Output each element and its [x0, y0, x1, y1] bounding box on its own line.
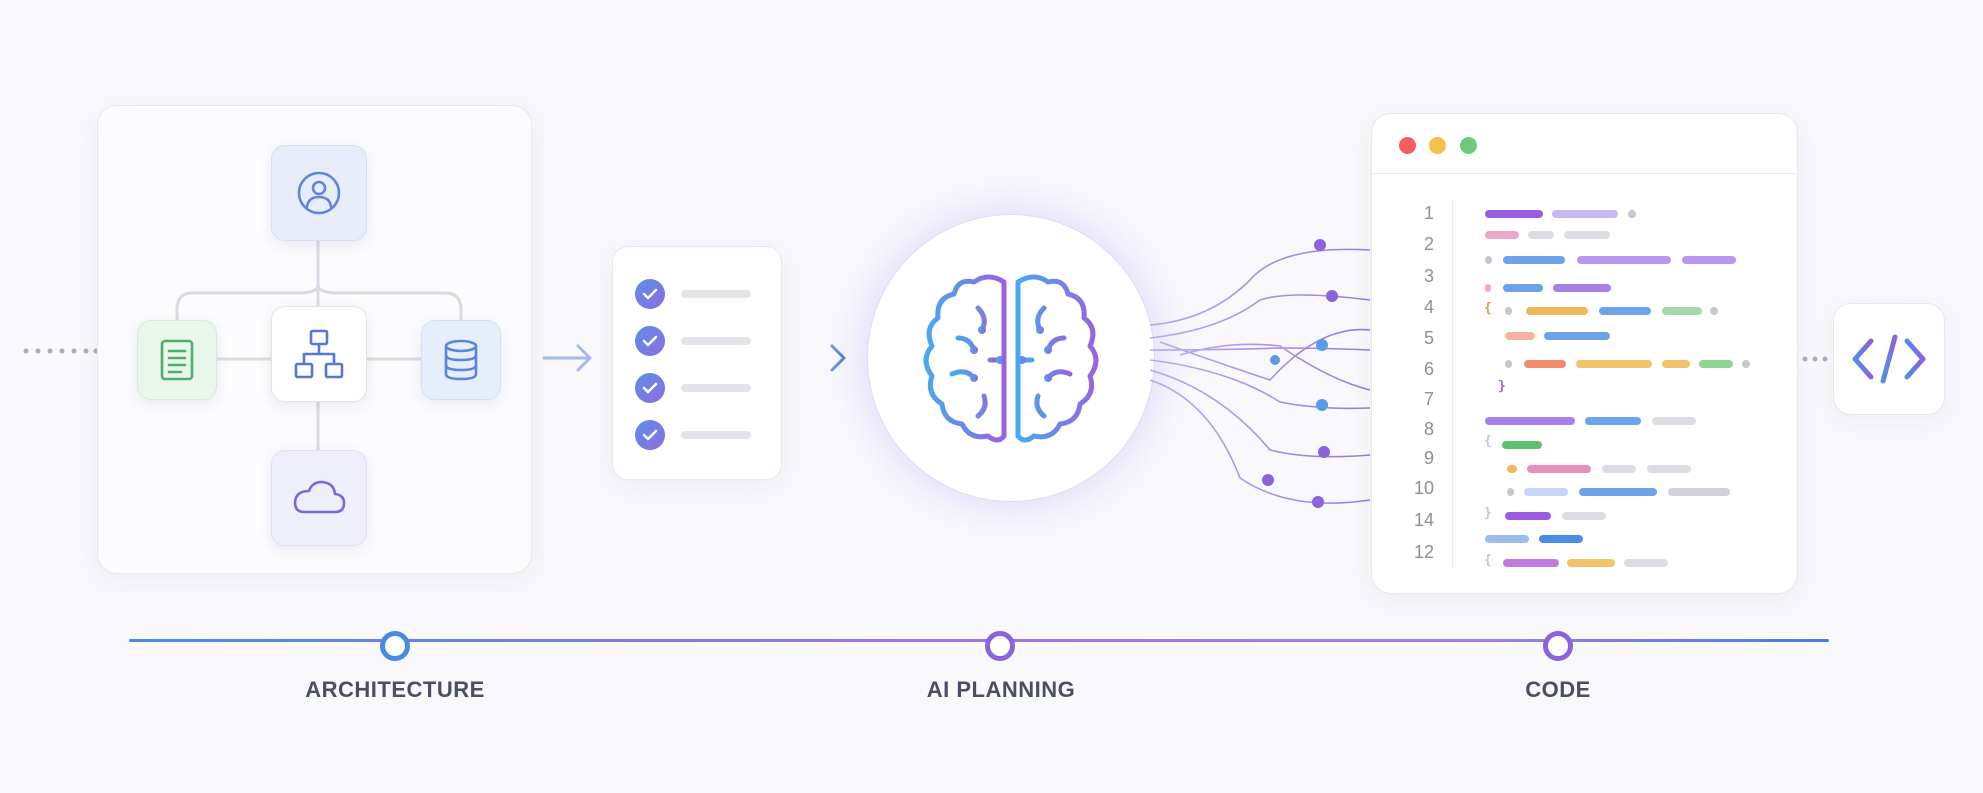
timeline-track — [129, 639, 1829, 642]
arrow-right-icon — [792, 344, 846, 372]
checklist-card — [612, 246, 782, 480]
user-icon — [297, 171, 341, 215]
timeline-node-code[interactable] — [1543, 631, 1573, 661]
stage-label-ai-planning: AI PLANNING — [926, 677, 1076, 702]
left-dotted-connector — [23, 348, 99, 354]
checklist-item — [635, 326, 751, 356]
database-node — [421, 320, 501, 400]
line-number: 6 — [1423, 359, 1434, 379]
hierarchy-node — [271, 306, 367, 402]
timeline-node-architecture[interactable] — [380, 631, 410, 661]
ai-brain-circle — [868, 215, 1154, 501]
line-number: 7 — [1423, 389, 1434, 409]
checklist-line — [681, 431, 751, 439]
checkmark-icon — [635, 420, 665, 450]
line-number: 1 — [1423, 203, 1434, 223]
database-icon — [444, 339, 478, 381]
editor-title-bar — [1372, 114, 1797, 174]
document-icon — [160, 339, 194, 381]
maximize-window-icon[interactable] — [1460, 137, 1477, 154]
checklist-line — [681, 337, 751, 345]
neural-connections — [1150, 239, 1371, 508]
line-number: 5 — [1423, 328, 1434, 348]
right-dotted-connector — [1802, 356, 1828, 362]
code-editor-window: 1 2 3 4 5 6 7 8 9 10 14 12 { — [1371, 113, 1798, 594]
checklist-line — [681, 384, 751, 392]
hierarchy-icon — [294, 329, 344, 379]
line-number: 9 — [1423, 448, 1434, 468]
architecture-connectors — [175, 237, 463, 452]
checklist-line — [681, 290, 751, 298]
checkmark-icon — [635, 326, 665, 356]
line-gutter — [1452, 199, 1453, 569]
code-output-card — [1833, 303, 1945, 415]
checkmark-icon — [635, 373, 665, 403]
document-node — [137, 320, 217, 400]
checkmark-icon — [635, 279, 665, 309]
checklist-item — [635, 373, 751, 403]
cloud-icon — [293, 480, 346, 514]
user-node — [271, 145, 367, 241]
line-number: 2 — [1423, 234, 1434, 254]
stage-label-code: CODE — [1525, 677, 1591, 702]
checklist-item — [635, 279, 751, 309]
line-number: 14 — [1413, 510, 1434, 530]
checklist-item — [635, 420, 751, 450]
close-window-icon[interactable] — [1399, 137, 1416, 154]
line-number: 8 — [1423, 419, 1434, 439]
arrow-right-icon — [542, 344, 592, 372]
brain-icon — [923, 274, 1099, 443]
line-number: 12 — [1413, 542, 1434, 562]
minimize-window-icon[interactable] — [1429, 137, 1446, 154]
code-brackets-icon — [1852, 334, 1926, 384]
line-number: 3 — [1423, 266, 1434, 286]
line-number: 10 — [1413, 478, 1434, 498]
line-number: 4 — [1423, 297, 1434, 317]
stage-label-architecture: ARCHITECTURE — [305, 677, 485, 702]
cloud-node — [271, 450, 367, 546]
timeline-node-ai-planning[interactable] — [985, 631, 1015, 661]
